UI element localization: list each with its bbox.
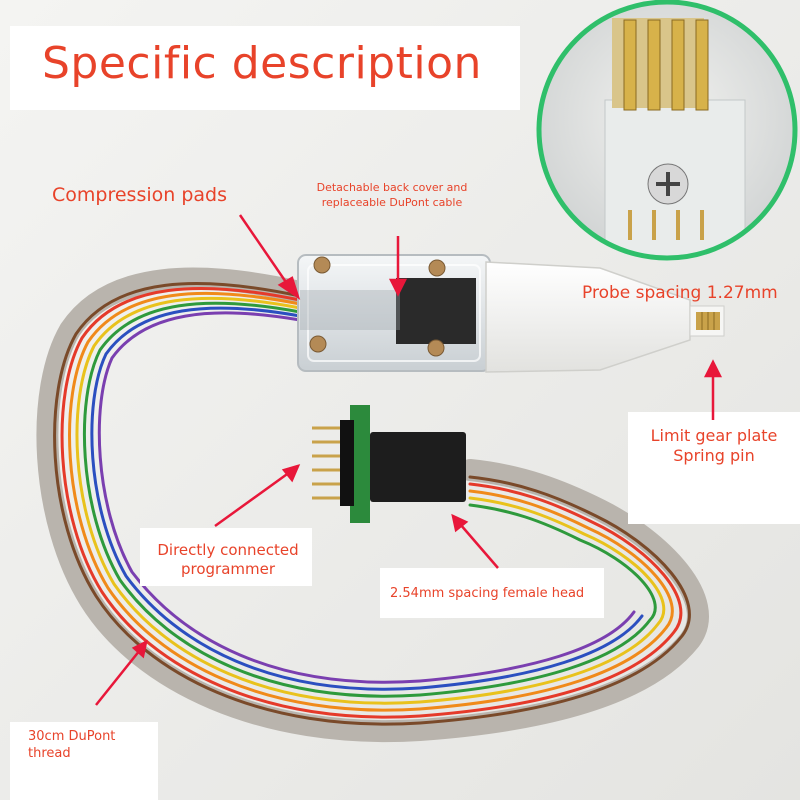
arrow-direct-programmer bbox=[214, 464, 301, 528]
arrow-limit-gear bbox=[703, 359, 723, 420]
probe-closeup-inset bbox=[536, 0, 798, 261]
label-female-head: 2.54mm spacing female head bbox=[390, 586, 585, 601]
label-compression-pads: Compression pads bbox=[52, 184, 227, 206]
arrow-compression bbox=[238, 214, 301, 301]
dupont-thread-box bbox=[10, 722, 158, 800]
arrow-dupont-thread bbox=[95, 639, 148, 706]
probe-body bbox=[485, 261, 725, 373]
clear-back-cover bbox=[297, 254, 491, 372]
label-back-cover: Detachable back cover and replaceable Du… bbox=[316, 181, 468, 209]
label-limit-gear: Limit gear plate Spring pin bbox=[650, 426, 778, 465]
label-probe-spacing: Probe spacing 1.27mm bbox=[582, 283, 778, 303]
label-direct-programmer: Directly connected programmer bbox=[157, 541, 299, 578]
direct-programmer-box bbox=[140, 528, 312, 586]
arrow-female-head bbox=[451, 513, 499, 569]
title-banner bbox=[10, 26, 520, 110]
ribbon-cable bbox=[36, 267, 709, 742]
page-title: Specific description bbox=[42, 38, 482, 89]
limit-gear-box bbox=[628, 412, 800, 524]
female-head-box bbox=[380, 568, 604, 618]
label-dupont-thread: 30cm DuPont thread bbox=[28, 729, 116, 761]
programmer-header bbox=[312, 405, 466, 523]
arrow-back-cover bbox=[388, 236, 408, 297]
